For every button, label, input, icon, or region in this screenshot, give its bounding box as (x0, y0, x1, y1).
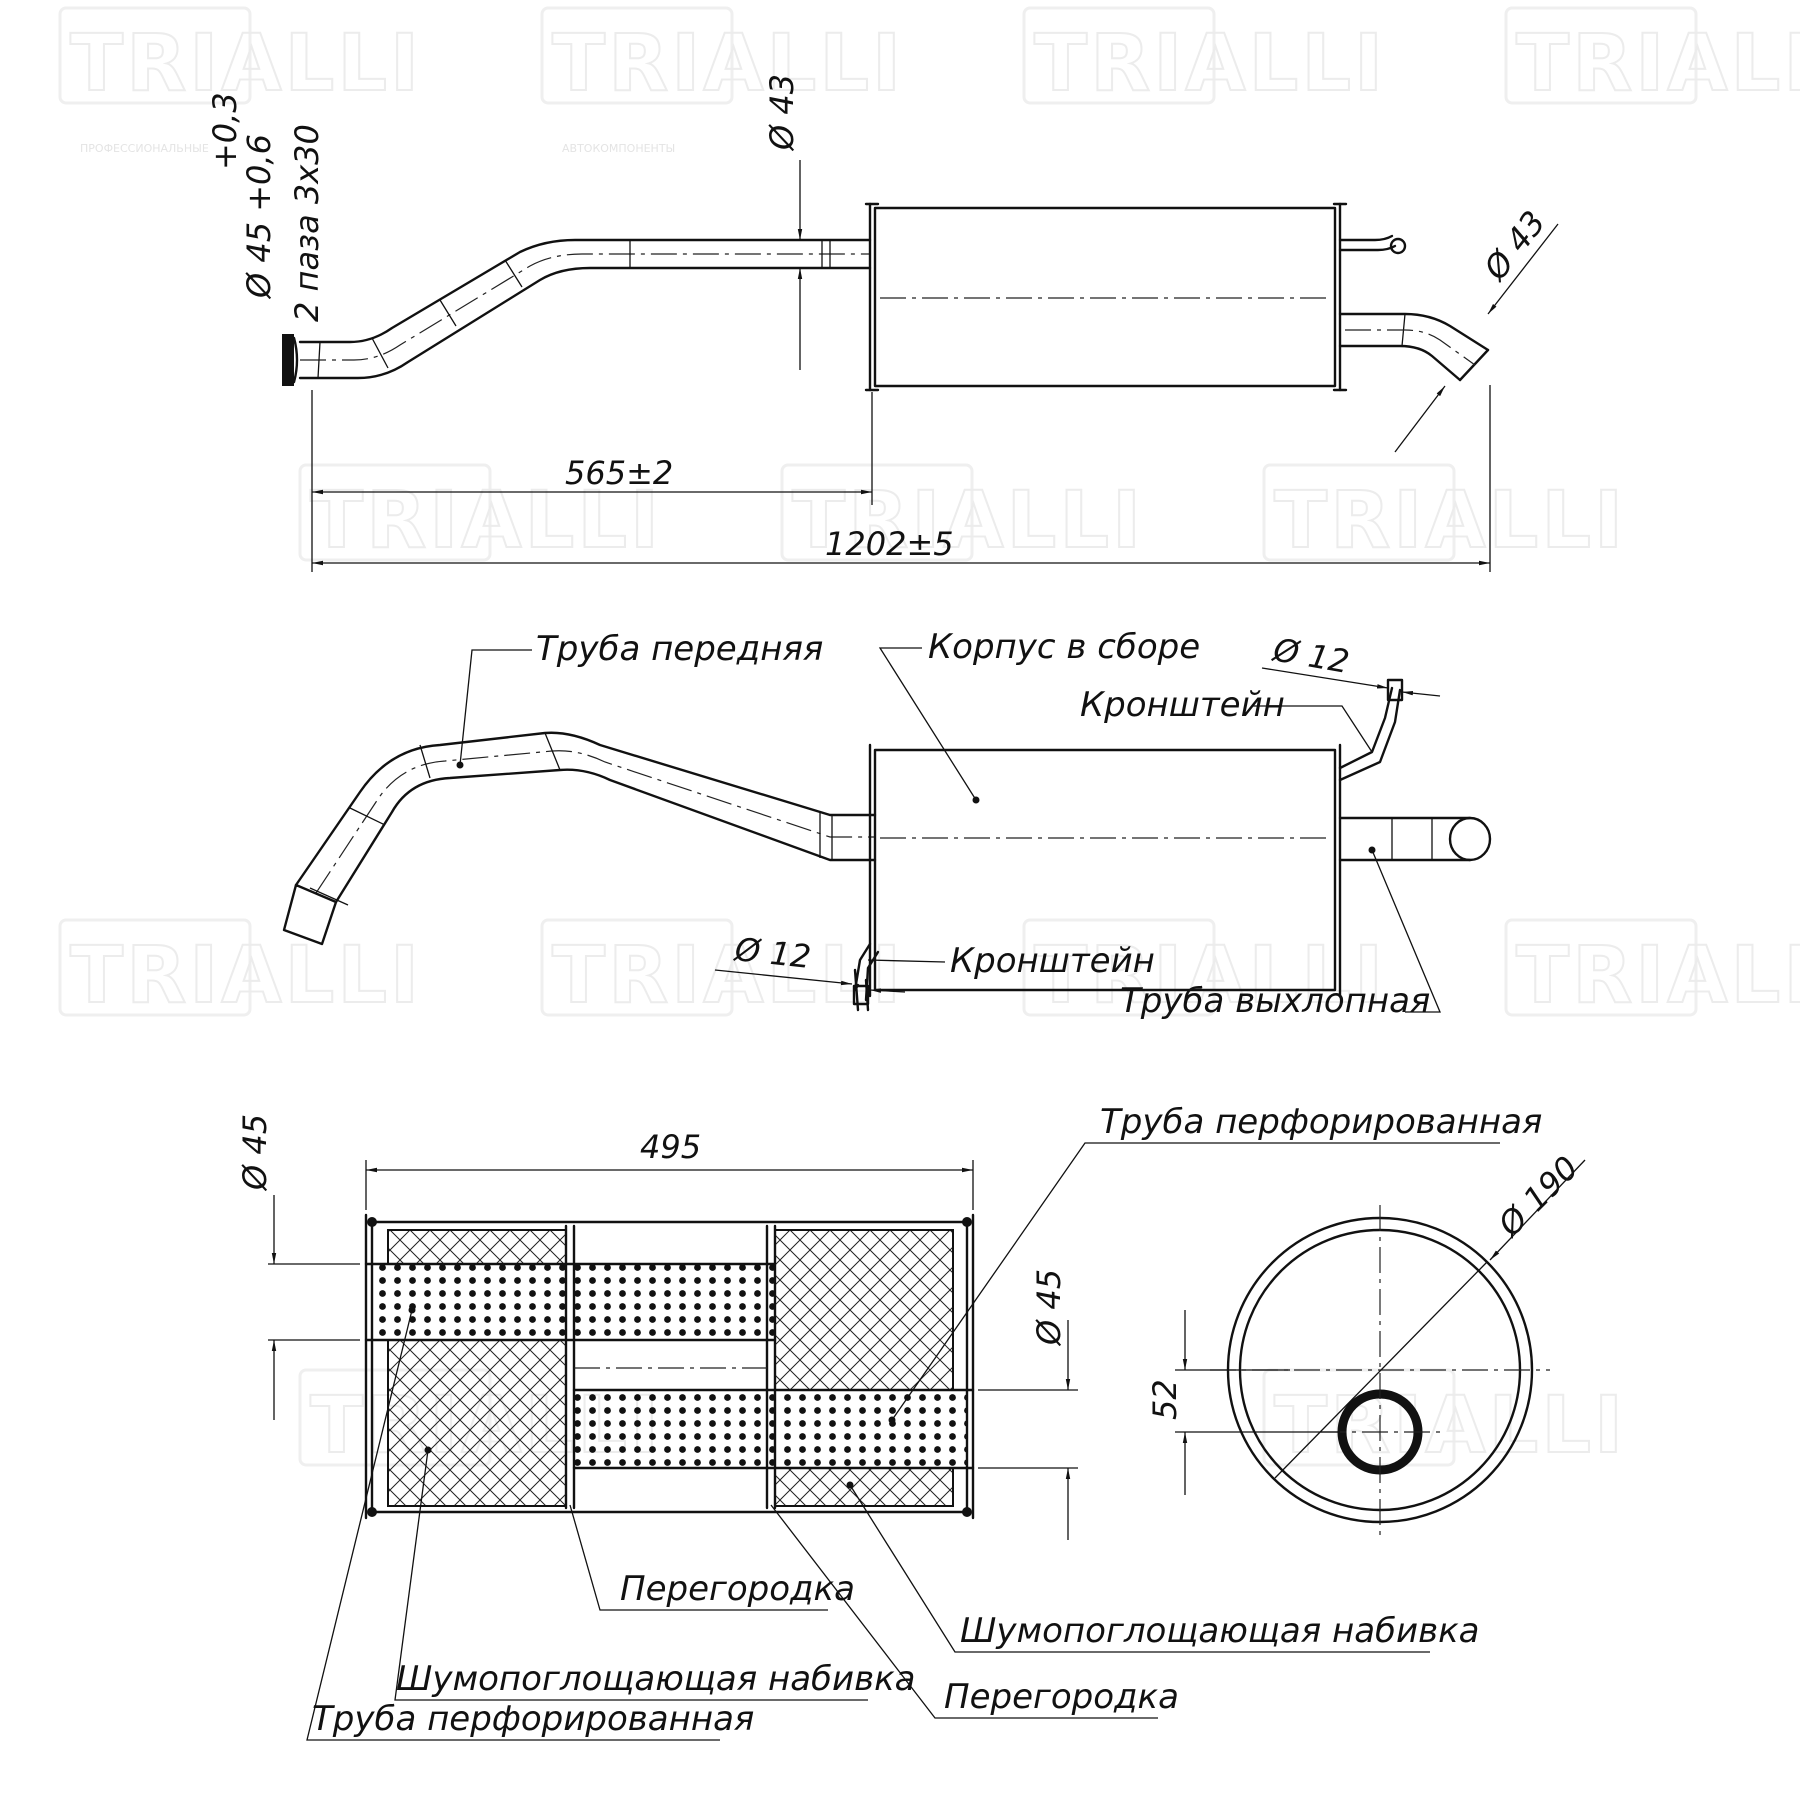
front-pipe-outline (298, 238, 872, 380)
dim-bracket-bottom-diameter-label: Ø 12 (731, 930, 813, 976)
section-view: 495 Ø 45 Ø 45 Труба перфорированная Пер (236, 1102, 1542, 1741)
dim-1202-label: 1202±5 (825, 525, 954, 563)
label-exhaust-pipe: Труба выхлопная (1120, 846, 1441, 1021)
watermark-logo: TRIALLI (1262, 1368, 1626, 1472)
label-body-assembly: Корпус в сборе (878, 627, 1200, 804)
watermark-logo: TRIALLI (1262, 463, 1626, 567)
dim-pipe-diameter-top: Ø 43 (763, 74, 803, 370)
dim-bracket-top-diameter: Ø 12 (1261, 630, 1441, 697)
label-bracket-top: Кронштейн (1080, 685, 1373, 753)
watermark-brand-text: TRIALLI (1274, 476, 1626, 566)
noise-packing-left-bottom (387, 1339, 567, 1507)
watermark-brand-text: TRIALLI (1274, 1381, 1626, 1471)
noise-packing-right-top (774, 1229, 954, 1391)
assembly-view: Труба передняя Корпус в сборе Ø 12 Кронш… (282, 627, 1492, 1021)
noise-packing-left-top (387, 1229, 567, 1265)
dim-end-body-diameter-label: Ø 190 (1489, 1149, 1585, 1245)
dim-inlet-diameter-label: Ø 45 +0,6 (240, 134, 278, 300)
label-partition-1: Перегородка (569, 1504, 855, 1611)
label-noise-packing-left-text: Шумопоглощающая набивка (396, 1659, 916, 1699)
label-perforated-pipe-top: Труба перфорированная (888, 1102, 1542, 1424)
brand-watermark-layer: TRIALLI ПРОФЕССИОНАЛЬНЫЕ TRIALLI АВТОКОМ… (58, 6, 1800, 1472)
dim-end-offset-label: 52 (1146, 1379, 1184, 1420)
label-noise-packing-right: Шумопоглощающая набивка (846, 1481, 1480, 1653)
label-body-assembly-text: Корпус в сборе (928, 627, 1200, 667)
watermark-brand-text: TRIALLI (552, 19, 904, 109)
watermark-logo: TRIALLI АВТОКОМПОНЕНТЫ (540, 6, 904, 155)
dim-inlet-diameter: +0,3 Ø 45 +0,6 2 паза 3x30 (206, 92, 326, 322)
label-front-pipe-text: Труба передняя (536, 629, 823, 669)
label-partition-1-text: Перегородка (620, 1569, 855, 1609)
dim-bracket-bottom-diameter: Ø 12 (714, 930, 906, 993)
label-perforated-pipe-bottom-text: Труба перфорированная (312, 1699, 754, 1739)
tail-pipe-top (1338, 312, 1490, 382)
watermark-brand-text: TRIALLI (70, 19, 422, 109)
label-bracket-bottom: Кронштейн (867, 941, 1155, 981)
muffler-body-top-view (864, 202, 1348, 392)
dim-slots-label: 2 паза 3x30 (288, 124, 326, 322)
watermark-brand-text: TRIALLI (1516, 931, 1800, 1021)
dim-section-left-diameter: Ø 45 (236, 1114, 360, 1420)
inlet-flange (282, 334, 299, 386)
bracket-top-assembly (1338, 678, 1404, 782)
label-noise-packing-left: Шумопоглощающая набивка (394, 1446, 916, 1701)
perforated-pipe-upper (364, 1262, 777, 1369)
watermark-logo: TRIALLI (540, 918, 904, 1022)
exhaust-pipe-assembly (1338, 816, 1492, 862)
watermark-brand-text: TRIALLI (1516, 19, 1800, 109)
front-pipe-assembly (282, 731, 877, 946)
label-front-pipe: Труба передняя (456, 629, 823, 769)
label-noise-packing-right-text: Шумопоглощающая набивка (960, 1611, 1480, 1651)
watermark-tagline: АВТОКОМПОНЕНТЫ (562, 142, 675, 155)
watermark-brand-text: TRIALLI (1034, 19, 1386, 109)
label-partition-2: Перегородка (770, 1504, 1179, 1719)
noise-packing-right-bottom (774, 1467, 954, 1507)
watermark-logo: TRIALLI (1504, 6, 1800, 110)
dim-section-length-label: 495 (640, 1128, 701, 1166)
muffler-body-assembly (868, 743, 1342, 998)
dim-section-length: 495 (365, 1128, 974, 1210)
end-view: Ø 190 52 (1146, 1149, 1586, 1535)
watermark-logo: TRIALLI (58, 918, 422, 1022)
label-bracket-bottom-text: Кронштейн (950, 941, 1155, 981)
perforated-pipe-lower (572, 1388, 975, 1470)
label-partition-2-text: Перегородка (944, 1677, 1179, 1717)
watermark-tagline: ПРОФЕССИОНАЛЬНЫЕ (80, 142, 209, 155)
watermark-logo: TRIALLI (1022, 918, 1386, 1022)
bracket-bottom-assembly (852, 942, 880, 1012)
dim-lengths: 565±2 1202±5 (311, 385, 1491, 572)
watermark-brand-text: TRIALLI (70, 931, 422, 1021)
dim-bracket-top-diameter-label: Ø 12 (1269, 630, 1352, 681)
label-exhaust-pipe-text: Труба выхлопная (1120, 981, 1430, 1021)
dim-565-label: 565±2 (565, 454, 673, 492)
dim-tail-diameter: Ø 43 (1394, 204, 1559, 453)
watermark-logo: TRIALLI ПРОФЕССИОНАЛЬНЫЕ (58, 6, 422, 155)
dim-section-left-diameter-label: Ø 45 (236, 1114, 274, 1192)
dim-section-right-diameter-label: Ø 45 (1030, 1269, 1068, 1347)
label-perforated-pipe-bottom: Труба перфорированная (306, 1306, 754, 1741)
bracket-stub-top (1338, 234, 1407, 255)
watermark-logo: TRIALLI (1022, 6, 1386, 110)
dim-pipe-diameter-label: Ø 43 (763, 74, 801, 152)
label-perforated-pipe-top-text: Труба перфорированная (1100, 1102, 1542, 1142)
watermark-brand-text: TRIALLI (552, 931, 904, 1021)
label-bracket-top-text: Кронштейн (1080, 685, 1285, 725)
dim-inlet-tolerance-label: +0,3 (206, 92, 244, 170)
watermark-brand-text: TRIALLI (1034, 931, 1386, 1021)
dim-section-right-diameter: Ø 45 (978, 1269, 1078, 1540)
watermark-logo: TRIALLI (1504, 918, 1800, 1022)
dim-end-offset: 52 (1146, 1310, 1340, 1495)
